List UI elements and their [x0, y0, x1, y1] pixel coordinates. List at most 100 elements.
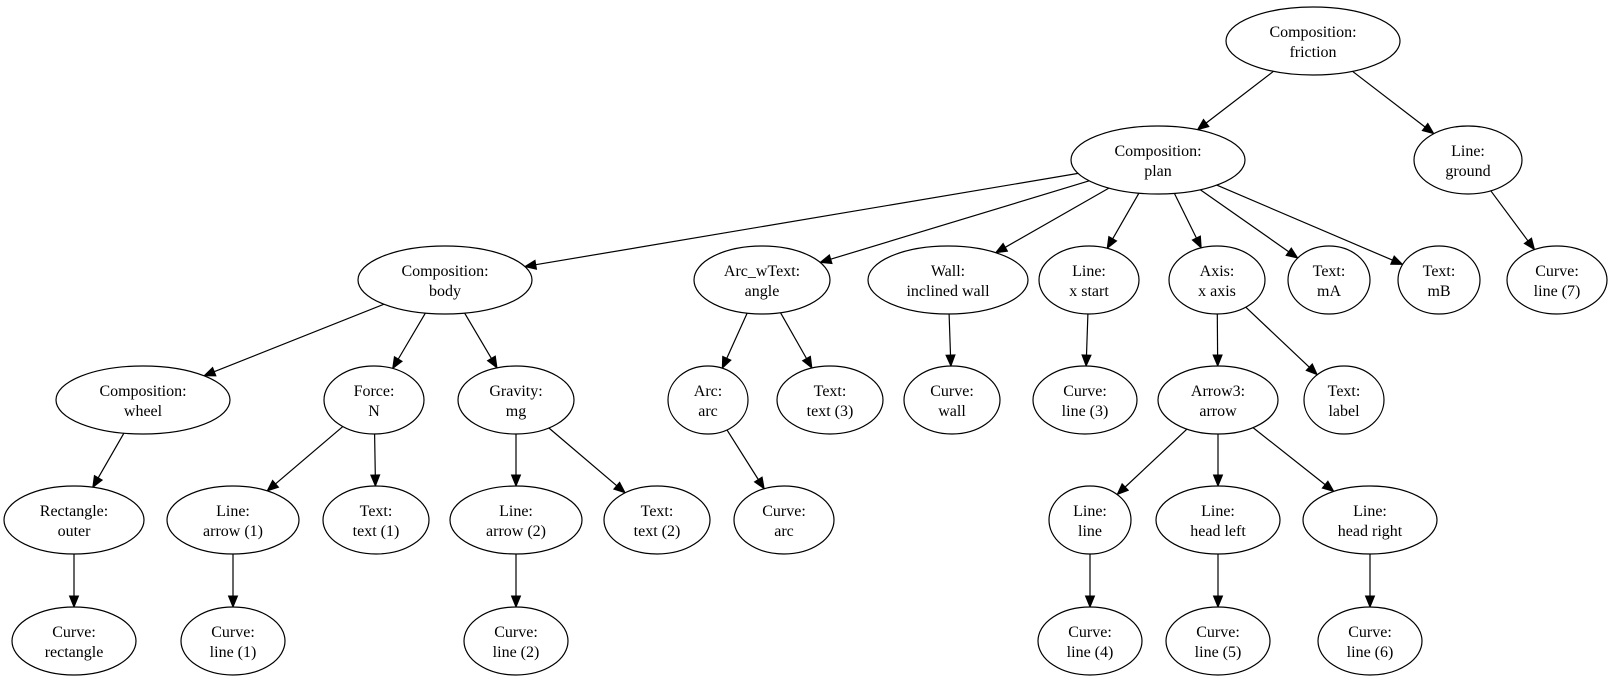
arrowhead-icon [753, 476, 765, 490]
edge-angle-to-text3 [779, 312, 813, 370]
node-name-label: mB [1427, 283, 1450, 300]
arrowhead-icon [1212, 474, 1224, 488]
node-name-label: mg [506, 403, 526, 420]
node-ellipse [1225, 6, 1401, 76]
node-name-label: rectangle [45, 644, 104, 661]
node-name-label: wheel [124, 403, 163, 420]
node-headleft: Line:head left [1155, 485, 1281, 555]
arrowhead-icon [1212, 354, 1223, 368]
node-name-label: arrow (1) [203, 523, 263, 540]
node-ellipse [357, 245, 533, 315]
edge-line [275, 426, 344, 485]
node-name-label: text (3) [807, 403, 854, 420]
node-name-label: arrow (2) [486, 523, 546, 540]
node-type-label: Gravity: [489, 383, 542, 400]
node-xaxis: Axis:x axis [1168, 245, 1266, 315]
node-name-label: body [429, 283, 461, 300]
node-ellipse [1048, 485, 1132, 555]
node-type-label: Curve: [211, 624, 255, 641]
arrowhead-icon [510, 474, 522, 488]
node-type-label: Curve: [1068, 624, 1112, 641]
node-type-label: Line: [1201, 503, 1235, 520]
node-arc: Arc:arc [667, 365, 749, 435]
edge-line [1005, 187, 1110, 248]
node-ellipse [449, 485, 583, 555]
node-xstart: Line:x start [1038, 245, 1140, 315]
node-type-label: Text: [1313, 263, 1346, 280]
edge-plan-to-mB [1216, 184, 1404, 265]
node-ellipse [693, 245, 831, 315]
edge-arrow3-to-headleft [1212, 434, 1224, 488]
node-type-label: Line: [216, 503, 250, 520]
node-text2: Text:text (2) [603, 485, 711, 555]
edge-line [1216, 184, 1393, 261]
node-line3: Curve:line (3) [1032, 365, 1138, 435]
arrowhead-icon [266, 479, 280, 492]
node-name-label: wall [938, 403, 966, 420]
node-ellipse [1165, 606, 1271, 676]
arrowhead-icon [1081, 354, 1092, 368]
node-gravity: Gravity: mg [457, 365, 575, 435]
edge-line [726, 429, 759, 480]
node-ellipse [667, 365, 749, 435]
edge-line [779, 312, 808, 359]
node-type-label: Composition: [401, 263, 488, 280]
node-name-label: label [1328, 403, 1360, 420]
node-line7: Curve:line (7) [1506, 245, 1608, 315]
edge-line [97, 432, 125, 478]
node-name-label: arc [698, 403, 718, 420]
arrowhead-icon [1523, 237, 1536, 251]
node-type-label: Wall: [931, 263, 965, 280]
arrowhead-icon [1084, 595, 1096, 609]
edge-line [726, 312, 748, 359]
edge-arrow1-to-line1 [227, 554, 239, 609]
edge-gravity-to-text2 [548, 427, 627, 494]
node-ellipse [1155, 485, 1281, 555]
node-type-label: Curve: [1348, 624, 1392, 641]
edge-wheel-to-outer [92, 432, 125, 489]
arrowhead-icon [92, 474, 104, 489]
edge-line [374, 433, 376, 476]
node-type-label: Curve: [494, 624, 538, 641]
node-ellipse [11, 606, 137, 676]
edge-plan-to-body [523, 172, 1079, 270]
node-ellipse [55, 365, 231, 435]
edge-line [1199, 189, 1290, 253]
node-name-label: line (6) [1347, 644, 1394, 661]
edge-line [548, 427, 618, 487]
arrowhead-icon [1116, 482, 1130, 496]
node-name-label: outer [58, 523, 92, 540]
edge-plan-to-mA [1199, 189, 1299, 259]
node-type-label: Arc_wText: [724, 263, 800, 280]
node-ellipse [733, 485, 835, 555]
edge-forceN-to-arrow1 [266, 426, 344, 492]
edge-line [1124, 428, 1188, 488]
edge-wall-to-curvewall [945, 313, 956, 368]
node-type-label: Text: [1328, 383, 1361, 400]
arrowhead-icon [1191, 235, 1202, 250]
node-type-label: Line: [1451, 143, 1485, 160]
node-name-label: x start [1069, 283, 1109, 300]
node-name-label: line (5) [1195, 644, 1242, 661]
node-ellipse [3, 485, 145, 555]
node-ellipse [1287, 245, 1371, 315]
node-type-label: Curve: [762, 503, 806, 520]
node-rectangle: Curve:rectangle [11, 606, 137, 676]
node-ellipse [1413, 125, 1523, 195]
node-name-label: ground [1445, 163, 1490, 180]
edge-line [1173, 193, 1197, 239]
edge-headright-to-line6 [1364, 554, 1376, 609]
node-line5: Curve:line (5) [1165, 606, 1271, 676]
node-name-label: text (1) [353, 523, 400, 540]
edge-line [1112, 192, 1140, 240]
node-name-label: line (1) [210, 644, 257, 661]
edge-line [397, 312, 426, 360]
arrowhead-icon [1364, 595, 1376, 609]
node-name-label: line (4) [1067, 644, 1114, 661]
edge-arrow2-to-line2 [510, 554, 522, 609]
node-ellipse [1506, 245, 1608, 315]
node-name-label: plan [1144, 163, 1172, 180]
node-type-label: Axis: [1200, 263, 1235, 280]
node-type-label: Text: [641, 503, 674, 520]
